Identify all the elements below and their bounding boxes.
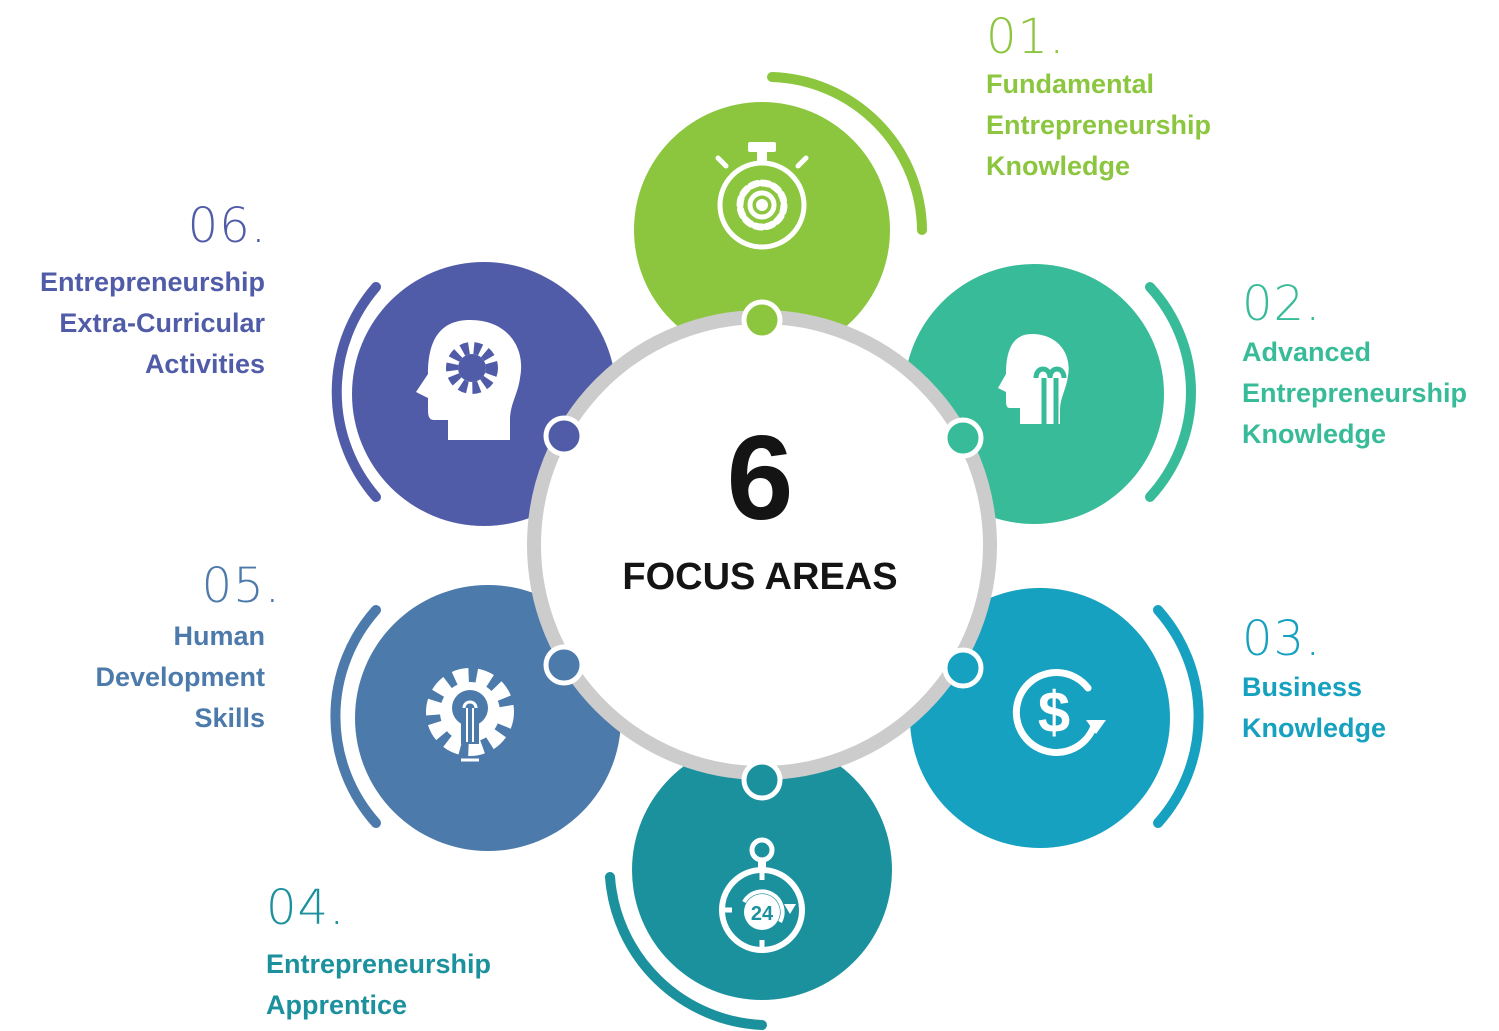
area-4-label-line-2: Apprentice: [266, 990, 408, 1020]
area-5-label-line-2: Development: [95, 662, 265, 692]
area-1-label-line-2: Entrepreneurship: [986, 110, 1212, 140]
area-4-arc: [605, 872, 767, 1030]
ring-dot-5: [543, 644, 585, 686]
area-4-number: 04.: [266, 880, 346, 936]
area-1-number: 01.: [986, 9, 1066, 65]
gear-lightbulb-icon: [426, 668, 514, 762]
head-lightbulb-icon: [998, 334, 1069, 424]
area-5-label-line-1: Human: [173, 621, 265, 651]
stopwatch-gear-icon: [715, 142, 809, 250]
area-5-label: Human Development Skills: [95, 616, 265, 739]
area-2-label-line-3: Knowledge: [1242, 419, 1387, 449]
center-number: 6: [726, 411, 794, 545]
center-label: FOCUS AREAS: [622, 556, 898, 598]
area-1-label: Fundamental Entrepreneurship Knowledge: [986, 64, 1211, 187]
ring-dot-6: [543, 415, 585, 457]
ring-dot-1: [741, 299, 783, 341]
area-4-label-line-1: Entrepreneurship: [266, 949, 492, 979]
center-disc: [534, 317, 990, 773]
area-5-label-line-3: Skills: [194, 703, 265, 733]
area-6-label: Entrepreneurship Extra-Curricular Activi…: [40, 262, 265, 385]
area-6-label-line-1: Entrepreneurship: [39, 267, 265, 297]
area-5-arc: [330, 605, 381, 828]
area-2-label-line-1: Advanced: [1242, 337, 1372, 367]
area-2-number: 02.: [1242, 276, 1322, 332]
area-6-label-line-2: Extra-Curricular: [59, 308, 265, 338]
area-3-arc: [1153, 605, 1204, 828]
area-3-label-line-1: Business: [1242, 672, 1363, 702]
area-6-number: 06.: [187, 198, 267, 254]
area-3-label: Business Knowledge: [1242, 667, 1386, 749]
stopwatch-24-icon: 24: [719, 837, 805, 953]
svg-text:24: 24: [751, 903, 774, 925]
area-6-label-line-3: Activities: [144, 349, 265, 379]
area-1-label-line-3: Knowledge: [986, 151, 1131, 181]
area-1-arc: [767, 72, 927, 235]
area-1-label-line-1: Fundamental: [986, 69, 1155, 99]
area-4-label: Entrepreneurship Apprentice: [266, 944, 491, 1026]
ring-dot-3: [942, 647, 984, 689]
area-6-arc: [331, 282, 381, 502]
svg-text:$: $: [1038, 680, 1070, 745]
area-2-label-line-2: Entrepreneurship: [1242, 378, 1468, 408]
area-2-label: Advanced Entrepreneurship Knowledge: [1242, 332, 1467, 455]
area-3-number: 03.: [1242, 611, 1322, 667]
area-2-arc: [1145, 282, 1196, 502]
area-3-label-line-2: Knowledge: [1242, 713, 1387, 743]
area-5-number: 05.: [201, 558, 281, 614]
head-gear-icon: [416, 320, 522, 440]
dollar-refresh-icon: $: [1012, 668, 1106, 756]
ring-dot-4: [741, 759, 783, 801]
ring-dot-2: [942, 417, 984, 459]
